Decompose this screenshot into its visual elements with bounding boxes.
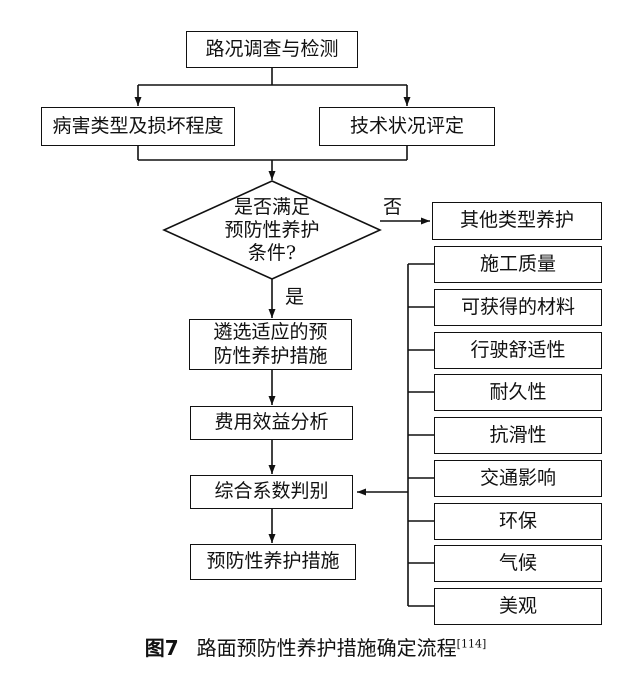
figure-number: 图7 [144, 636, 179, 660]
decision-line-2: 预防性养护 [224, 219, 320, 241]
judge-text: 综合系数判别 [214, 480, 329, 503]
cost-benefit-box: 费用效益分析 [190, 406, 353, 440]
survey-box: 路况调查与检测 [186, 31, 358, 68]
final-measure-box: 预防性养护措施 [190, 544, 356, 580]
factor-box: 气候 [434, 545, 602, 582]
cost-benefit-text: 费用效益分析 [214, 411, 329, 434]
factor-text: 交通影响 [479, 466, 556, 489]
factor-box: 美观 [434, 588, 602, 625]
factor-box: 可获得的材料 [434, 289, 602, 326]
no-label: 否 [383, 196, 403, 218]
damage-text: 病害类型及损坏程度 [52, 114, 224, 137]
factor-text: 施工质量 [479, 252, 556, 275]
factor-box: 行驶舒适性 [434, 332, 602, 369]
figure-caption: 图7 路面预防性养护措施确定流程[114] [0, 632, 631, 661]
judge-box: 综合系数判别 [190, 475, 353, 509]
factor-text: 耐久性 [489, 380, 547, 403]
factor-text: 美观 [498, 594, 537, 617]
factor-box: 环保 [434, 503, 602, 540]
factor-text: 环保 [498, 509, 537, 532]
select-measures-box: 遴选适应的预 防性养护措施 [189, 319, 352, 370]
figure-title: 路面预防性养护措施确定流程 [196, 636, 457, 660]
decision-line-3: 条件? [247, 242, 297, 264]
yes-label: 是 [285, 286, 305, 308]
tech-status-box: 技术状况评定 [319, 107, 495, 146]
final-measure-text: 预防性养护措施 [206, 550, 340, 573]
figure-reference: [114] [456, 637, 487, 651]
decision-text: 是否满足 预防性养护 条件? [202, 196, 342, 265]
factor-text: 行驶舒适性 [470, 338, 566, 361]
factor-box: 施工质量 [434, 246, 602, 283]
factor-text: 气候 [498, 551, 537, 574]
factor-text: 可获得的材料 [460, 295, 575, 318]
decision-line-1: 是否满足 [233, 196, 310, 218]
other-maintenance-box: 其他类型养护 [432, 202, 602, 240]
other-maintenance-text: 其他类型养护 [459, 209, 574, 232]
factor-box: 抗滑性 [434, 417, 602, 454]
tech-status-text: 技术状况评定 [349, 114, 464, 137]
damage-box: 病害类型及损坏程度 [41, 107, 235, 146]
select-line-2: 防性养护措施 [213, 344, 328, 367]
survey-text: 路况调查与检测 [205, 37, 339, 60]
factor-box: 交通影响 [434, 460, 602, 497]
select-line-1: 遴选适应的预 [213, 320, 328, 343]
factor-box: 耐久性 [434, 374, 602, 411]
factor-text: 抗滑性 [489, 423, 547, 446]
